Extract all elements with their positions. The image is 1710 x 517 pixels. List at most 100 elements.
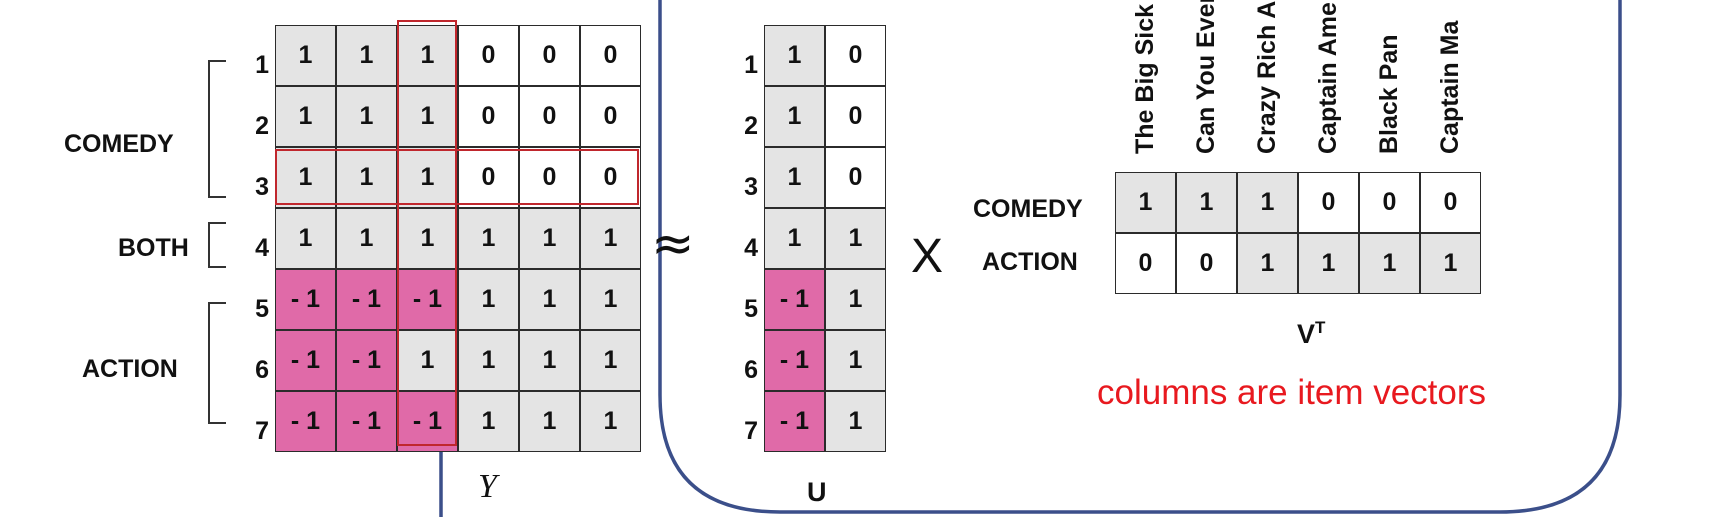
vt-caption: VT [1297,318,1325,350]
y-cell: 1 [336,147,397,208]
vt-caption-main: V [1297,319,1316,349]
vt-cell: 1 [1359,233,1420,294]
item-vectors-note: columns are item vectors [1097,373,1487,412]
y-cell: 1 [397,86,458,147]
y-cell: 1 [397,330,458,391]
y-cell: 1 [275,147,336,208]
y-cell: - 1 [275,391,336,452]
y-cell: 1 [580,208,641,269]
y-cell: 0 [458,25,519,86]
y-cell: - 1 [336,269,397,330]
y-cell: 0 [580,147,641,208]
y-cell: 1 [336,86,397,147]
group-label-comedy: COMEDY [64,130,174,158]
u-cell: 1 [764,86,825,147]
y-cell: 1 [397,208,458,269]
group-label-action: ACTION [82,355,178,383]
y-cell: - 1 [397,391,458,452]
y-cell: 1 [336,25,397,86]
u-cell: 0 [825,25,886,86]
y-cell: 1 [458,330,519,391]
vt-cell: 0 [1420,172,1481,233]
vt-cell: 1 [1420,233,1481,294]
bracket-comedy [208,60,226,198]
y-cell: 1 [580,391,641,452]
y-cell: - 1 [336,330,397,391]
y-cell: 0 [458,147,519,208]
y-cell: - 1 [275,330,336,391]
approx-sign: ≈ [651,214,695,274]
rounded-frame [658,0,1622,514]
vt-cell: 1 [1115,172,1176,233]
u-row-number: 6 [744,356,758,384]
y-row-number: 5 [255,295,269,323]
y-cell: 0 [519,147,580,208]
y-row-number: 1 [255,51,269,79]
y-cell: 1 [458,208,519,269]
y-cell: 1 [519,391,580,452]
vt-row-label-comedy: COMEDY [973,195,1083,223]
u-cell: 1 [764,25,825,86]
y-cell: 1 [519,208,580,269]
u-row-number: 7 [744,417,758,445]
y-row-number: 4 [255,234,269,262]
y-cell: 1 [519,269,580,330]
u-row-number: 3 [744,173,758,201]
vt-caption-sup: T [1315,318,1326,337]
y-cell: 1 [458,391,519,452]
movie-title: Can You Ever [1192,0,1220,154]
u-cell: 1 [825,391,886,452]
bracket-action [208,302,226,424]
movie-title: The Big Sick [1131,3,1159,154]
movie-title: Captain Ame [1314,2,1342,154]
y-cell: 0 [519,25,580,86]
u-cell: 1 [764,208,825,269]
u-cell: - 1 [764,391,825,452]
y-cell: 0 [519,86,580,147]
y-row-number: 3 [255,173,269,201]
vt-cell: 0 [1359,172,1420,233]
y-row-number: 2 [255,112,269,140]
group-label-both: BOTH [118,234,189,262]
y-cell: 1 [580,269,641,330]
u-cell: 1 [764,147,825,208]
u-row-number: 2 [744,112,758,140]
y-cell: - 1 [336,391,397,452]
vt-cell: 1 [1237,172,1298,233]
vt-row-label-action: ACTION [982,248,1078,276]
vt-cell: 0 [1115,233,1176,294]
u-cell: - 1 [764,330,825,391]
y-cell: 1 [397,147,458,208]
u-cell: 0 [825,147,886,208]
times-sign: X [911,230,944,283]
u-caption: U [807,477,827,507]
u-cell: 1 [825,269,886,330]
y-caption: Y [478,468,497,505]
y-cell: 0 [458,86,519,147]
u-row-number: 1 [744,51,758,79]
u-row-number: 4 [744,234,758,262]
movie-title: Crazy Rich A [1253,0,1281,154]
vt-cell: 1 [1176,172,1237,233]
vt-cell: 1 [1237,233,1298,294]
y-cell: 1 [580,330,641,391]
y-row-number: 6 [255,356,269,384]
u-cell: 1 [825,208,886,269]
y-cell: 1 [397,25,458,86]
y-cell: 1 [275,86,336,147]
u-cell: 0 [825,86,886,147]
u-cell: - 1 [764,269,825,330]
y-cell: 1 [336,208,397,269]
y-cell: 1 [275,208,336,269]
y-row-number: 7 [255,417,269,445]
vt-cell: 1 [1298,233,1359,294]
y-cell: - 1 [275,269,336,330]
y-cell: - 1 [397,269,458,330]
y-cell: 1 [519,330,580,391]
movie-title: Captain Ma [1436,20,1464,154]
y-cell: 0 [580,25,641,86]
vt-cell: 0 [1298,172,1359,233]
movie-title: Black Pan [1375,34,1403,154]
